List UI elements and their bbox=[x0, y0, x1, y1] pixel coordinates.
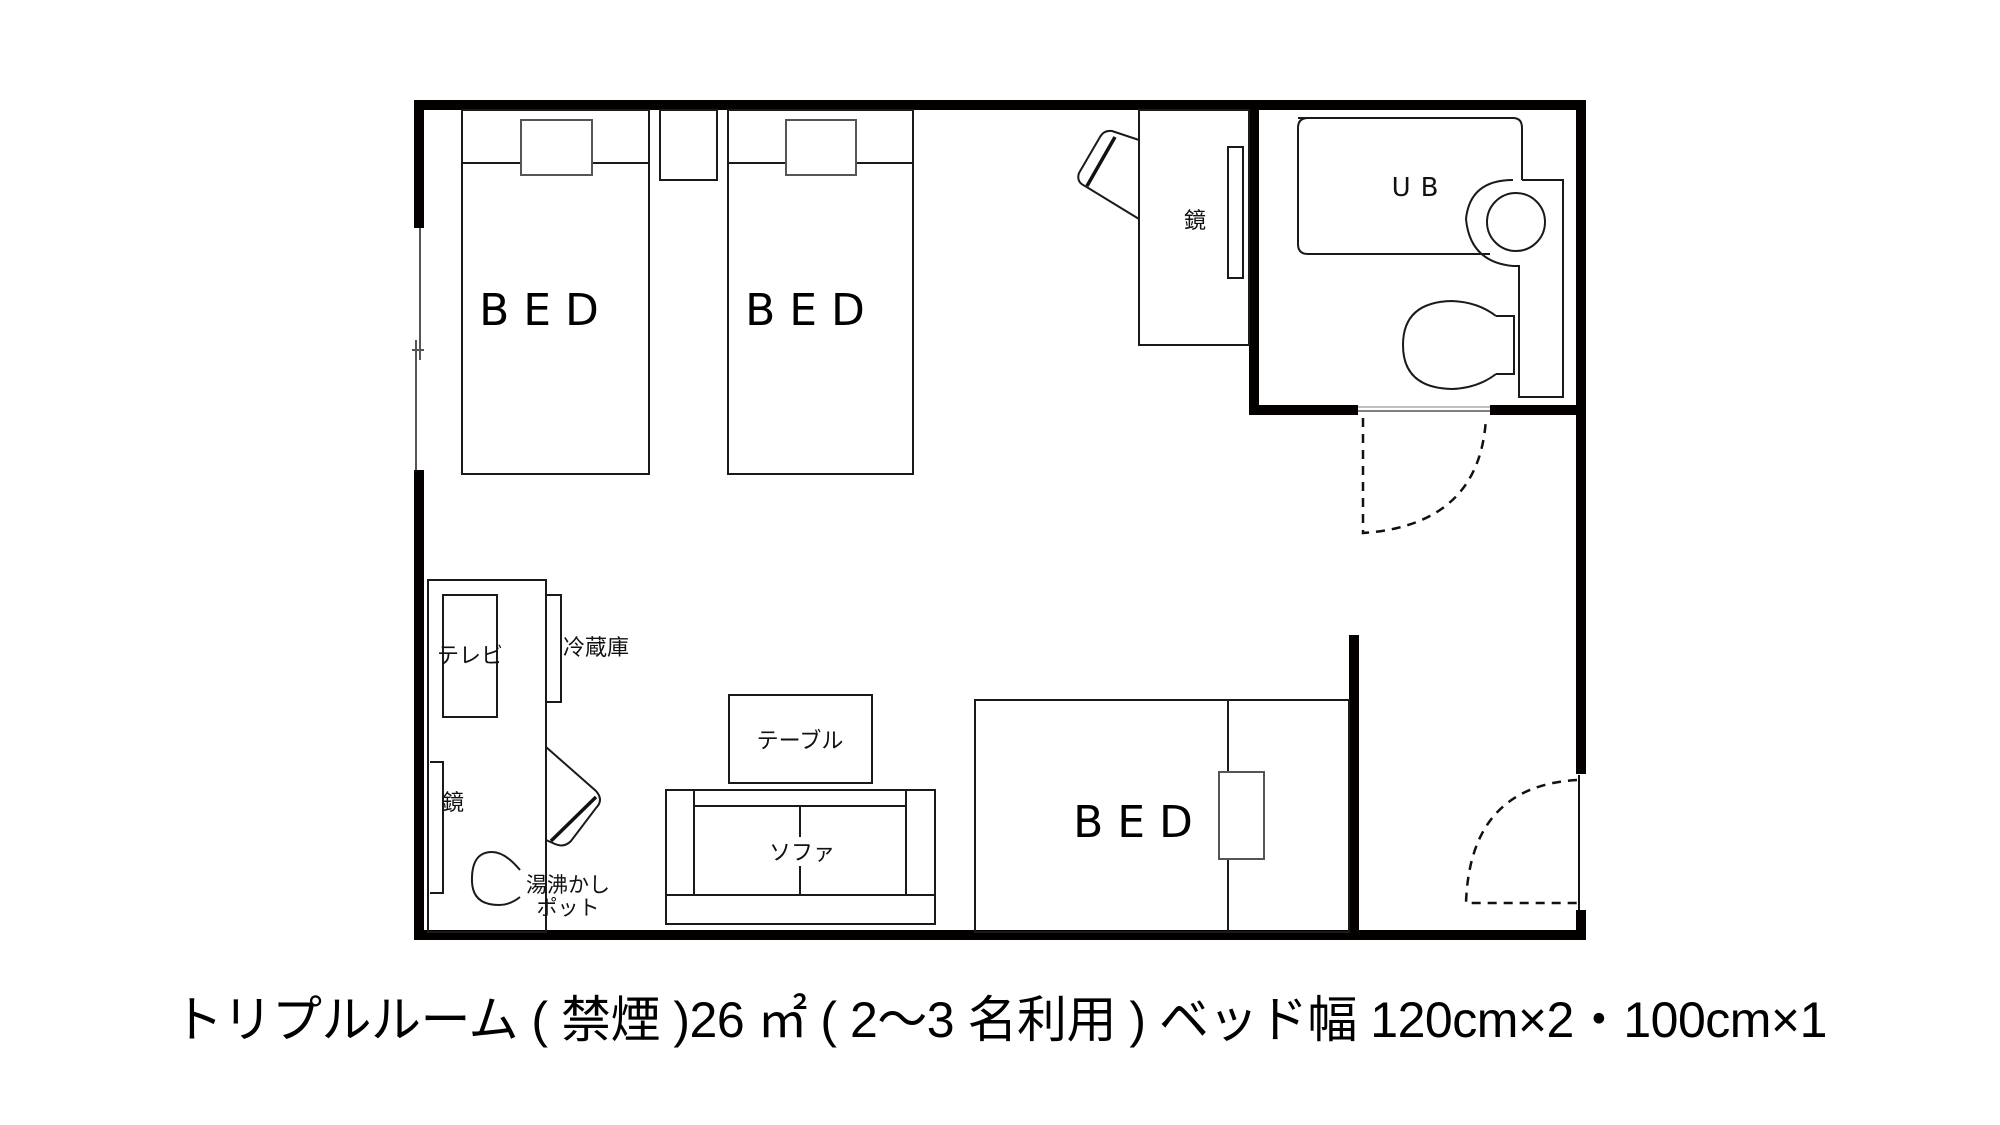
vanity-mirror-label: 鏡 bbox=[1184, 209, 1206, 234]
bathroom-door-swing bbox=[1361, 417, 1488, 535]
unit-bath: UB bbox=[1297, 117, 1564, 398]
bathroom-walls bbox=[1249, 105, 1582, 415]
unit-bath-label: UB bbox=[1392, 173, 1449, 203]
table: テーブル bbox=[728, 694, 873, 784]
desk-chair bbox=[545, 746, 601, 847]
sofa: ソファ bbox=[665, 789, 936, 925]
window-left bbox=[412, 228, 424, 470]
tv-label: テレビ bbox=[437, 644, 503, 669]
bed-2: BED bbox=[727, 109, 914, 475]
kettle-label-1: 湯沸かし bbox=[526, 873, 610, 897]
kettle-label-2: ポット bbox=[537, 896, 600, 920]
vanity-desk: 鏡 bbox=[1138, 109, 1250, 346]
entrance-door bbox=[1464, 775, 1580, 910]
vanity-chair bbox=[1077, 129, 1140, 220]
sofa-label: ソファ bbox=[769, 841, 835, 866]
partition-wall bbox=[1349, 635, 1359, 935]
tv-desk: テレビ 冷蔵庫 鏡 湯沸かし ポット bbox=[427, 579, 629, 933]
desk-mirror-label: 鏡 bbox=[442, 791, 464, 816]
bed-2-label: BED bbox=[745, 285, 879, 336]
room-caption: トリプルルーム ( 禁煙 )26 ㎡ ( 2〜3 名利用 ) ベッド幅 120c… bbox=[173, 992, 1827, 1048]
bed-3-label: BED bbox=[1073, 797, 1207, 848]
outer-walls bbox=[414, 100, 1586, 940]
fridge-label: 冷蔵庫 bbox=[563, 636, 629, 661]
nightstand bbox=[659, 109, 718, 181]
table-label: テーブル bbox=[757, 729, 844, 754]
bed-1: BED bbox=[461, 109, 650, 475]
bed-3: BED bbox=[974, 699, 1350, 933]
bed-1-label: BED bbox=[479, 285, 613, 336]
